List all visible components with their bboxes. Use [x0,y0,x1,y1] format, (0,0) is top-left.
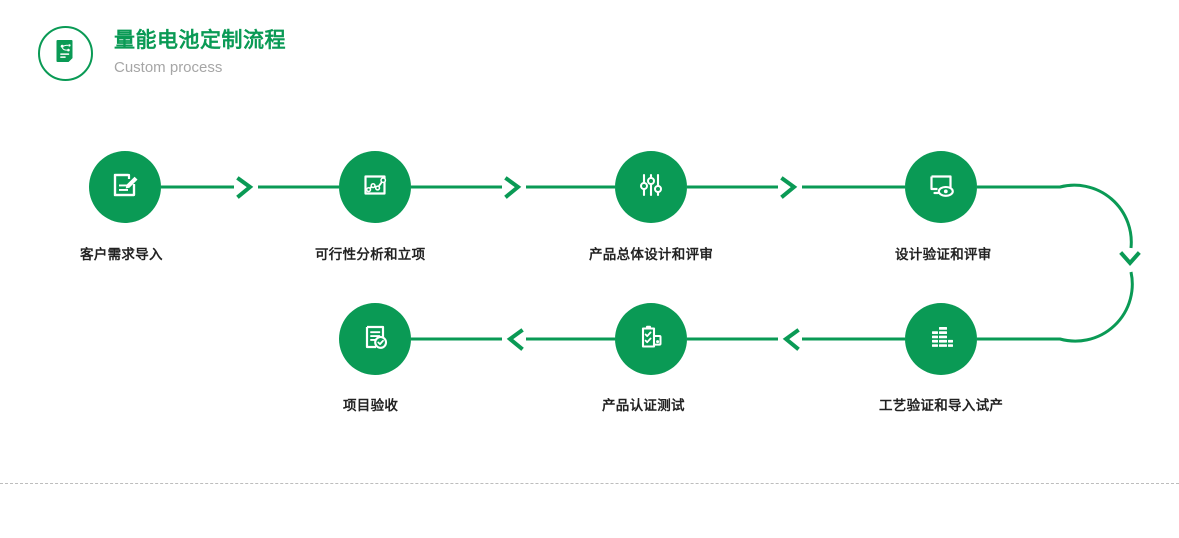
monitor-eye-icon [923,167,959,208]
header-text-block: 量能电池定制流程 Custom process [114,28,286,79]
flow-node-3[interactable] [615,151,687,223]
equalizer-bars-icon [923,319,959,360]
page-header: 量能电池定制流程 Custom process [38,26,286,81]
page-subtitle: Custom process [114,59,223,76]
clipboard-check-icon [633,319,669,360]
line-chart-frame-icon [357,167,393,208]
flowchart-document-icon [52,37,80,70]
flow-node-2-label: 可行性分析和立项 [315,247,426,262]
loop-connector-lower [977,271,1134,343]
flow-node-6[interactable] [615,303,687,375]
flow-node-1[interactable] [89,151,161,223]
chevron-left-icon [782,328,800,351]
flow-node-2[interactable] [339,151,411,223]
flow-node-1-label: 客户需求导入 [80,247,163,262]
chevron-right-icon [504,176,522,199]
chevron-down-icon [1119,251,1141,267]
chevron-right-icon [236,176,254,199]
loop-connector-upper [977,183,1133,249]
document-approved-icon [357,319,393,360]
flow-node-5[interactable] [905,303,977,375]
flow-node-7-label: 项目验收 [343,398,399,413]
page-title: 量能电池定制流程 [114,29,286,52]
document-edit-icon [107,167,143,208]
flow-node-7[interactable] [339,303,411,375]
chevron-left-icon [506,328,524,351]
flow-node-5-label: 工艺验证和导入试产 [879,398,1004,413]
flow-node-6-label: 产品认证测试 [602,398,685,413]
flow-node-4[interactable] [905,151,977,223]
bottom-dashed-divider [0,483,1179,484]
sliders-icon [633,167,669,208]
flow-node-4-label: 设计验证和评审 [895,247,992,262]
header-badge [38,26,93,81]
flow-node-3-label: 产品总体设计和评审 [589,247,714,262]
chevron-right-icon [780,176,798,199]
